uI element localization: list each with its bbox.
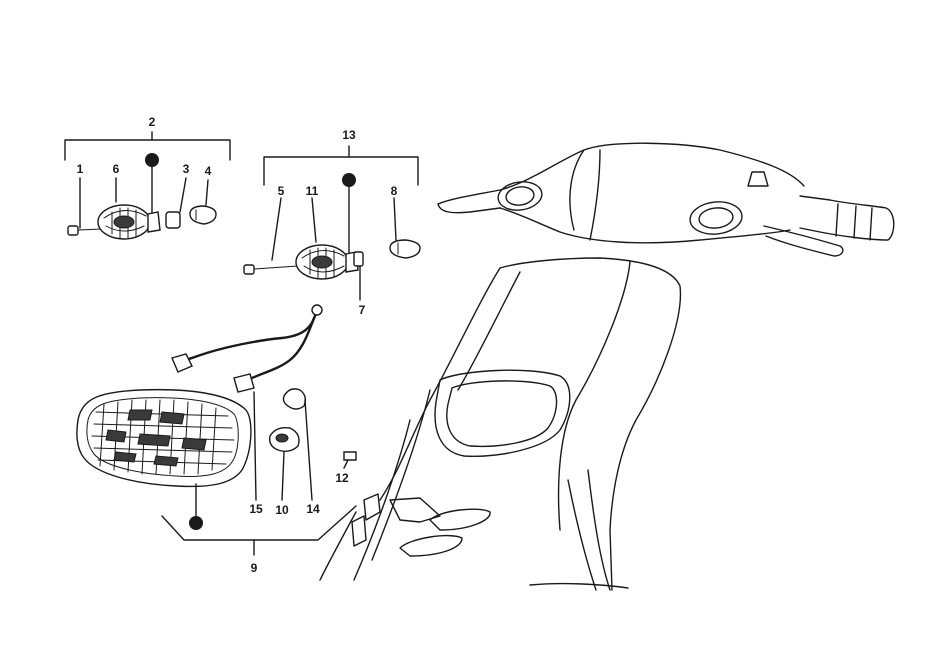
callout-7: 7 bbox=[359, 303, 366, 317]
bulb-holder-7 bbox=[353, 251, 364, 267]
bracket-group-13 bbox=[263, 145, 419, 186]
callout-2: 2 bbox=[149, 115, 156, 129]
scooter-outline bbox=[319, 142, 895, 591]
callout-12: 12 bbox=[335, 471, 349, 485]
bracket-group-9 bbox=[161, 505, 357, 556]
callout-4: 4 bbox=[205, 164, 212, 178]
left-turn-signal-assembly bbox=[67, 153, 217, 240]
location-dot bbox=[145, 153, 159, 167]
right-turn-signal-assembly bbox=[243, 173, 421, 301]
callout-8: 8 bbox=[391, 184, 398, 198]
tail-bulbs bbox=[253, 388, 357, 501]
bulb-14 bbox=[282, 388, 307, 410]
location-dot bbox=[342, 173, 356, 187]
callout-5: 5 bbox=[278, 184, 285, 198]
callout-13: 13 bbox=[342, 128, 356, 142]
bulb-8 bbox=[389, 239, 421, 259]
bulb-4 bbox=[189, 205, 217, 225]
screw-5 bbox=[243, 264, 255, 275]
callout-10: 10 bbox=[275, 503, 289, 517]
callout-labels: 2 1 6 3 4 13 5 11 8 7 12 15 10 14 9 bbox=[77, 115, 398, 575]
location-dot bbox=[189, 516, 203, 530]
callout-1: 1 bbox=[77, 162, 84, 176]
callout-9: 9 bbox=[251, 561, 258, 575]
callout-3: 3 bbox=[183, 162, 190, 176]
callout-14: 14 bbox=[306, 502, 320, 516]
tail-lamp-9 bbox=[76, 388, 252, 530]
screw-12 bbox=[343, 451, 357, 461]
bracket-group-2 bbox=[64, 131, 231, 161]
callout-6: 6 bbox=[113, 162, 120, 176]
callout-11: 11 bbox=[306, 184, 319, 198]
wiring-harness-15 bbox=[171, 304, 323, 393]
screw-1 bbox=[67, 225, 79, 236]
callout-15: 15 bbox=[249, 502, 263, 516]
bulb-socket-3 bbox=[165, 211, 181, 229]
lens-pattern bbox=[91, 399, 235, 475]
